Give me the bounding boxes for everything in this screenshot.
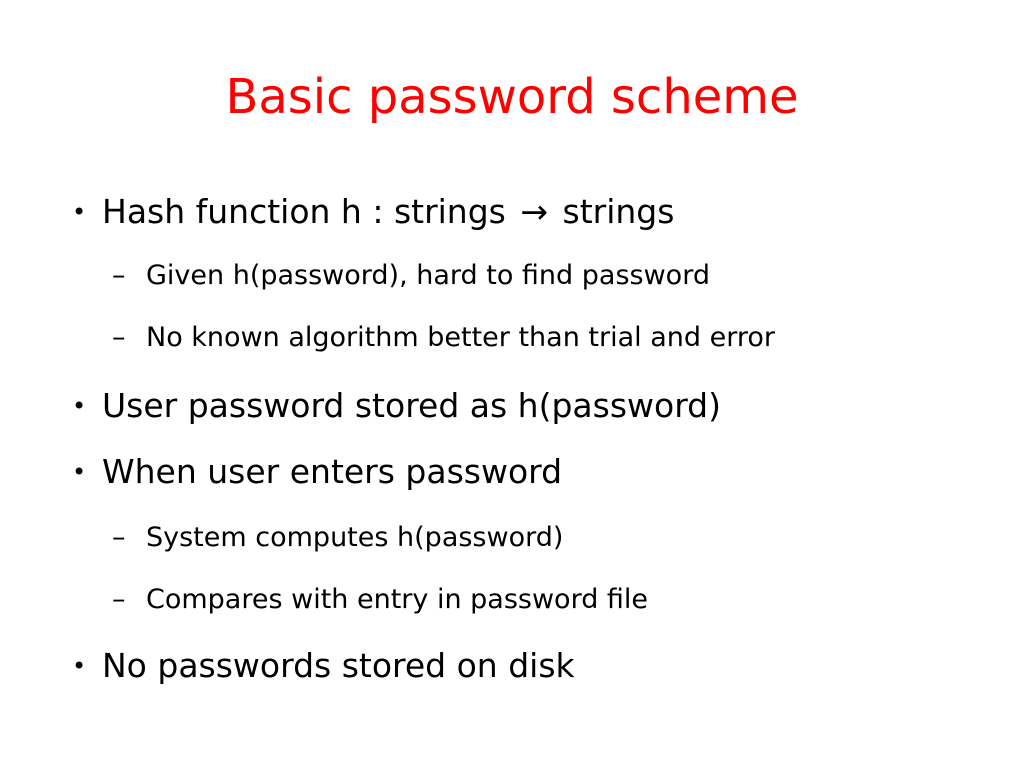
bullet-text: Hash function h : strings → strings [102,190,674,234]
bullet-marker: • [72,392,87,420]
dash-marker: – [112,322,126,353]
sub-bullet-text: No known algorithm better than trial and… [146,322,775,353]
bullet-text: User password stored as h(password) [102,386,722,425]
bullet-marker: • [72,458,87,486]
sub-bullet-text: System computes h(password) [146,522,564,553]
dash-marker: – [112,522,126,553]
slide-title: Basic password scheme [225,69,799,125]
right-arrow-icon: → [520,192,549,231]
sub-bullet-text: Given h(password), hard to find password [146,260,710,291]
bullet-text-start: Hash function h : strings [102,192,517,231]
bullet-marker: • [72,198,87,226]
sub-bullet-text: Compares with entry in password file [146,584,649,615]
bullet-marker: • [72,652,87,680]
bullet-text-end: strings [552,192,675,231]
dash-marker: – [112,584,126,615]
bullet-text: When user enters password [102,452,563,491]
dash-marker: – [112,260,126,291]
bullet-text: No passwords stored on disk [102,646,575,685]
